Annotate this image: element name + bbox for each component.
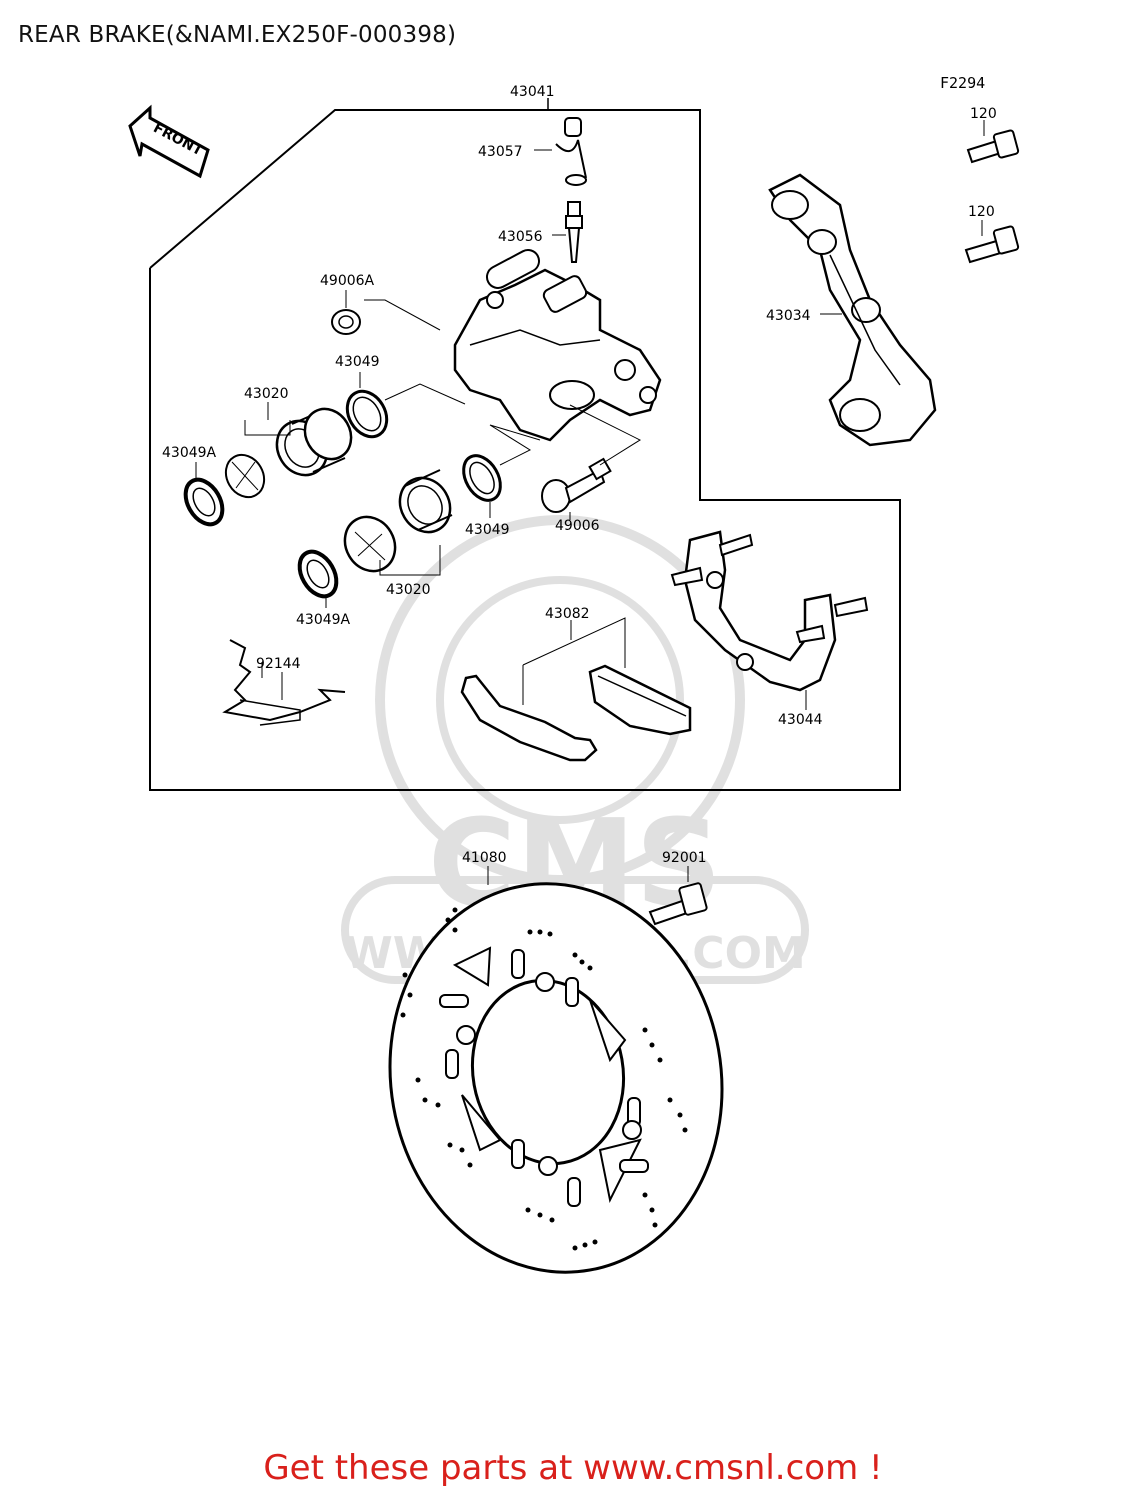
part-label-43049-upper: 43049 bbox=[335, 354, 380, 370]
part-label-120-a: 120 bbox=[970, 106, 997, 122]
promo-link[interactable]: Get these parts at www.cmsnl.com ! bbox=[263, 1448, 883, 1488]
caliper-bracket-icon bbox=[670, 530, 869, 692]
front-arrow-icon: FRONT bbox=[128, 104, 210, 179]
piston-upper-icon bbox=[224, 407, 353, 499]
seal-lower-icon bbox=[462, 454, 502, 502]
boot-49006a-icon bbox=[331, 309, 361, 335]
slide-pin-icon bbox=[541, 457, 612, 513]
piston-lower-icon bbox=[343, 469, 453, 573]
bolt-icon bbox=[964, 225, 1020, 264]
part-label-92001: 92001 bbox=[662, 850, 707, 866]
part-label-43056: 43056 bbox=[498, 229, 543, 245]
part-label-49006: 49006 bbox=[555, 518, 600, 534]
pad-spring-icon bbox=[222, 639, 346, 726]
caliper-body-icon bbox=[453, 249, 662, 442]
part-label-43049-lower: 43049 bbox=[465, 522, 510, 538]
diagram-code: F2294 bbox=[940, 74, 985, 92]
part-label-43034: 43034 bbox=[766, 308, 811, 324]
part-label-41080: 41080 bbox=[462, 850, 507, 866]
dust-seal-upper-icon bbox=[183, 477, 225, 527]
part-label-43020-lower: 43020 bbox=[386, 582, 431, 598]
part-label-92144: 92144 bbox=[256, 656, 301, 672]
bolt-icon bbox=[966, 129, 1020, 164]
brake-pad-icon bbox=[460, 664, 692, 762]
seal-upper-icon bbox=[345, 389, 389, 439]
bleed-valve-icon bbox=[565, 201, 583, 263]
page-title: REAR BRAKE(&NAMI.EX250F-000398) bbox=[18, 22, 457, 48]
bleed-cap-icon bbox=[555, 117, 587, 186]
part-label-43041: 43041 bbox=[510, 84, 555, 100]
part-label-43049A-upper: 43049A bbox=[162, 445, 217, 461]
part-label-43049A-lower: 43049A bbox=[296, 612, 351, 628]
part-label-43082: 43082 bbox=[545, 606, 590, 622]
part-label-49006A: 49006A bbox=[320, 273, 375, 289]
dust-seal-lower-icon bbox=[297, 549, 339, 599]
part-label-43044: 43044 bbox=[778, 712, 823, 728]
brake-disc-icon bbox=[388, 882, 724, 1274]
disc-bolt-icon bbox=[648, 882, 708, 926]
caliper-assembly-outline bbox=[149, 109, 901, 791]
part-label-43057: 43057 bbox=[478, 144, 523, 160]
part-label-120-b: 120 bbox=[968, 204, 995, 220]
part-label-43020-upper: 43020 bbox=[244, 386, 289, 402]
torque-arm-icon bbox=[768, 173, 937, 447]
